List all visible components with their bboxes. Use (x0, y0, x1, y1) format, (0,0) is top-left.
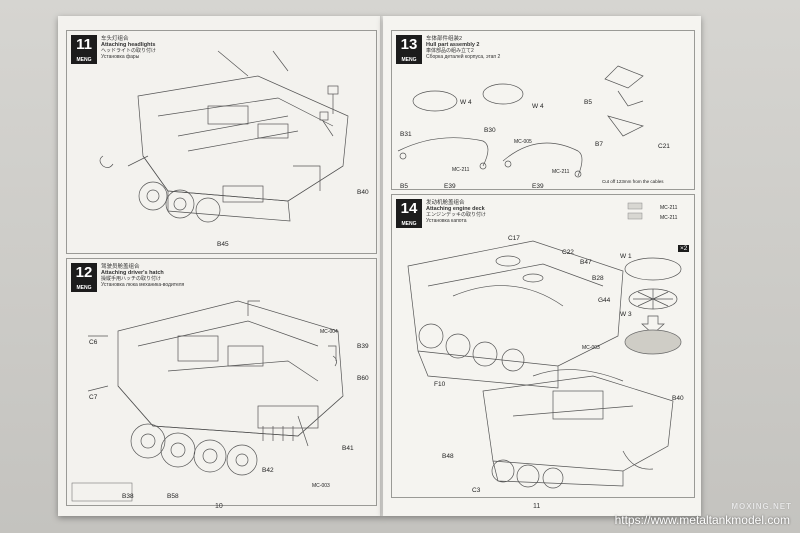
part-label: B42 (262, 467, 274, 474)
book-spine-shadow (380, 16, 386, 516)
part-ref-label: MC-211 (660, 205, 678, 211)
part-ref-label: MC-211 (660, 215, 678, 221)
part-ref-label: MC-004 (320, 329, 338, 335)
step-12-title-en: Attaching driver's hatch (101, 270, 164, 276)
part-label: B30 (484, 127, 496, 134)
part-label: B45 (217, 241, 229, 248)
quantity-multiplier: ×2 (678, 245, 690, 252)
part-label: B48 (442, 453, 454, 460)
part-label: B58 (167, 493, 179, 500)
right-page-line-art (397, 65, 682, 489)
part-label: C22 (562, 249, 574, 256)
part-label: G44 (598, 297, 611, 304)
step-13-number: 13 (396, 35, 422, 57)
step-13-title-zh: 车体部件组装2 (426, 36, 463, 42)
left-page-line-art (71, 50, 349, 502)
cable-note: Cut off 123mm from the cables (602, 179, 664, 184)
step-13-panel: 13 MENG 车体部件组装2 Hull part assembly 2 車体部… (391, 30, 695, 190)
step-14-title-jp: エンジンデッキの取り付け (426, 212, 487, 218)
source-url: https://www.metaltankmodel.com (614, 513, 790, 527)
part-label: B60 (357, 375, 369, 382)
wire-label: W 3 (620, 311, 632, 318)
step-11-title-en: Attaching headlights (101, 42, 156, 48)
instruction-page-left: 11 MENG 车头灯组合 Attaching headlights ヘッドライ… (58, 16, 383, 516)
part-label: F10 (434, 381, 446, 388)
part-label: B47 (580, 259, 592, 266)
step-14-number: 14 (396, 199, 422, 221)
part-label: C3 (472, 487, 481, 494)
part-ref-label: MC-211 (552, 169, 570, 175)
instruction-page-right: 13 MENG 车体部件组装2 Hull part assembly 2 車体部… (383, 16, 701, 516)
step-13-title-jp: 車体部品の組み立て2 (426, 48, 474, 54)
step-12-number: 12 (71, 263, 97, 285)
step-11-panel: 11 MENG 车头灯组合 Attaching headlights ヘッドライ… (66, 30, 377, 254)
part-label: B5 (584, 99, 592, 106)
page-number-right: 11 (533, 503, 541, 510)
step-12-panel: 12 MENG 驾驶员舱盖组合 Attaching driver's hatch… (66, 258, 377, 506)
step-13-title-ru: Сборка деталей корпуса, этап 2 (426, 54, 501, 60)
part-label: B40 (672, 395, 684, 402)
step-14-title-ru: Установка капота (426, 218, 467, 224)
part-label: B41 (342, 445, 354, 452)
part-label: B40 (357, 189, 369, 196)
step-11-title-zh: 车头灯组合 (101, 36, 129, 42)
part-label: E39 (444, 183, 456, 190)
step-13-brand-logo: MENG (396, 57, 422, 64)
part-ref-label: MC-003 (582, 345, 600, 351)
step-14-panel: 14 MENG 发动机舱盖组合 Attaching engine deck エン… (391, 194, 695, 498)
part-label: B38 (122, 493, 134, 500)
step-11-title-ru: Установка фары (101, 54, 140, 60)
step-13-title-en: Hull part assembly 2 (426, 42, 480, 48)
step-14-title-en: Attaching engine deck (426, 206, 485, 212)
part-label: B39 (357, 343, 369, 350)
part-label: E39 (532, 183, 544, 190)
part-ref-label: MC-005 (514, 139, 532, 145)
part-ref-label: MC-211 (452, 167, 470, 173)
step-12-brand-logo: MENG (71, 285, 97, 292)
wire-label: W 1 (620, 253, 632, 260)
part-label: B5 (400, 183, 408, 190)
step-14-title-zh: 发动机舱盖组合 (426, 200, 465, 206)
part-label: B31 (400, 131, 412, 138)
watermark: MOXING.NET (731, 502, 792, 511)
part-label: C17 (508, 235, 520, 242)
step-11-title-jp: ヘッドライトの取り付け (101, 48, 157, 54)
step-12-title-ru: Установка люка механика-водителя (101, 282, 185, 288)
part-label: B7 (595, 141, 603, 148)
step-14-brand-logo: MENG (396, 221, 422, 228)
page-number-left: 10 (215, 503, 223, 510)
part-ref-label: MC-003 (312, 483, 330, 489)
part-label: C6 (89, 339, 98, 346)
step-11-number: 11 (71, 35, 97, 57)
part-label: C21 (658, 143, 670, 150)
step-11-brand-logo: MENG (71, 57, 97, 64)
step-12-title-zh: 驾驶员舱盖组合 (101, 264, 140, 270)
wire-count-label: W 4 (532, 103, 544, 110)
wire-count-label: W 4 (460, 99, 472, 106)
step-12-title-jp: 操縦手用ハッチの取り付け (101, 276, 162, 282)
part-label: C7 (89, 394, 98, 401)
part-label: B28 (592, 275, 604, 282)
